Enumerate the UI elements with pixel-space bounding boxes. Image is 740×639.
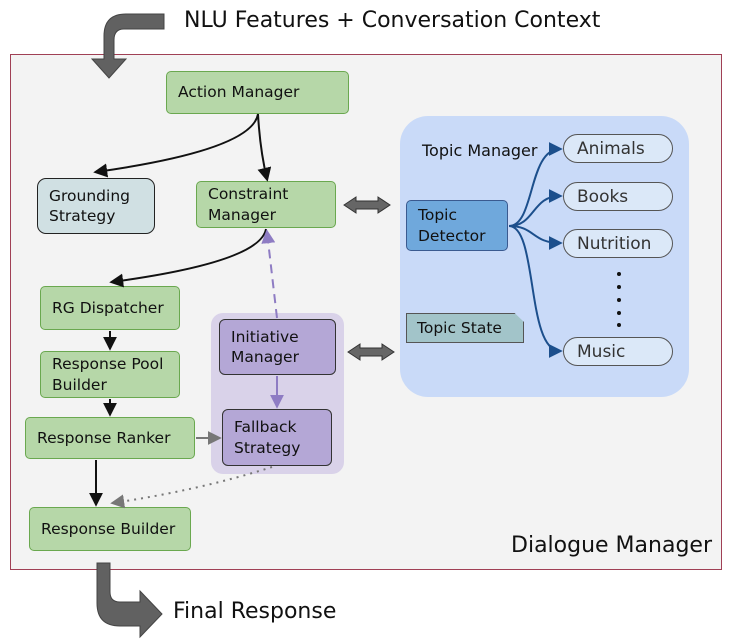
ellipsis-dot: [617, 298, 621, 302]
response-pool-builder-label: Response Pool Builder: [52, 355, 164, 394]
topic-nutrition-label: Nutrition: [577, 233, 652, 254]
response-ranker-node[interactable]: Response Ranker: [25, 417, 195, 459]
input-arrow: [90, 13, 165, 79]
topic-state-label: Topic State: [417, 319, 502, 337]
response-pool-builder-node[interactable]: Response Pool Builder: [40, 351, 180, 398]
rg-dispatcher-node[interactable]: RG Dispatcher: [40, 286, 180, 330]
fallback-strategy-label: Fallback Strategy: [234, 418, 301, 457]
dialogue-manager-title: Dialogue Manager: [511, 533, 712, 558]
rg-dispatcher-label: RG Dispatcher: [52, 298, 164, 317]
topic-books[interactable]: Books: [563, 182, 673, 211]
output-label: Final Response: [173, 599, 337, 624]
edge-action-grounding: [93, 113, 259, 178]
action-manager-node[interactable]: Action Manager: [166, 71, 349, 114]
response-ranker-label: Response Ranker: [37, 428, 171, 447]
double-arrow-constraint-topic: [343, 196, 391, 214]
grounding-strategy-label: Grounding Strategy: [49, 186, 130, 225]
topic-detector-label: Topic Detector: [418, 206, 486, 245]
edge-constraint-dispatcher: [109, 228, 267, 288]
response-builder-node[interactable]: Response Builder: [29, 507, 191, 551]
constraint-manager-label: Constraint Manager: [208, 185, 289, 224]
output-arrow: [96, 562, 163, 639]
edge-action-constraint: [257, 113, 272, 182]
topic-detector-node[interactable]: Topic Detector: [406, 200, 508, 251]
edge-detector-animals: [508, 142, 563, 227]
ellipsis-dot: [617, 272, 621, 276]
initiative-manager-node[interactable]: Initiative Manager: [219, 319, 336, 375]
ellipsis-dot: [617, 323, 621, 327]
topic-nutrition[interactable]: Nutrition: [563, 229, 673, 258]
ellipsis-dot: [617, 285, 621, 289]
action-manager-label: Action Manager: [178, 83, 300, 102]
topic-state-node[interactable]: Topic State: [406, 313, 524, 343]
topic-music[interactable]: Music: [563, 337, 673, 366]
topic-animals[interactable]: Animals: [563, 134, 673, 163]
ellipsis-dot: [617, 311, 621, 315]
input-label: NLU Features + Conversation Context: [184, 8, 601, 33]
edge-initiative-constraint: [261, 229, 278, 319]
edge-detector-music: [508, 225, 563, 358]
edge-fallback-builder: [110, 466, 273, 509]
topic-books-label: Books: [577, 186, 629, 207]
response-builder-label: Response Builder: [41, 519, 176, 538]
topic-animals-label: Animals: [577, 138, 645, 159]
topic-music-label: Music: [577, 341, 626, 362]
double-arrow-initiative-topic: [347, 343, 395, 361]
topic-manager-label: Topic Manager: [422, 141, 538, 160]
edge-detector-nutrition: [508, 225, 563, 250]
edge-detector-books: [508, 189, 563, 227]
fallback-strategy-node[interactable]: Fallback Strategy: [222, 409, 332, 466]
grounding-strategy-node[interactable]: Grounding Strategy: [37, 178, 155, 234]
initiative-manager-label: Initiative Manager: [231, 327, 299, 366]
